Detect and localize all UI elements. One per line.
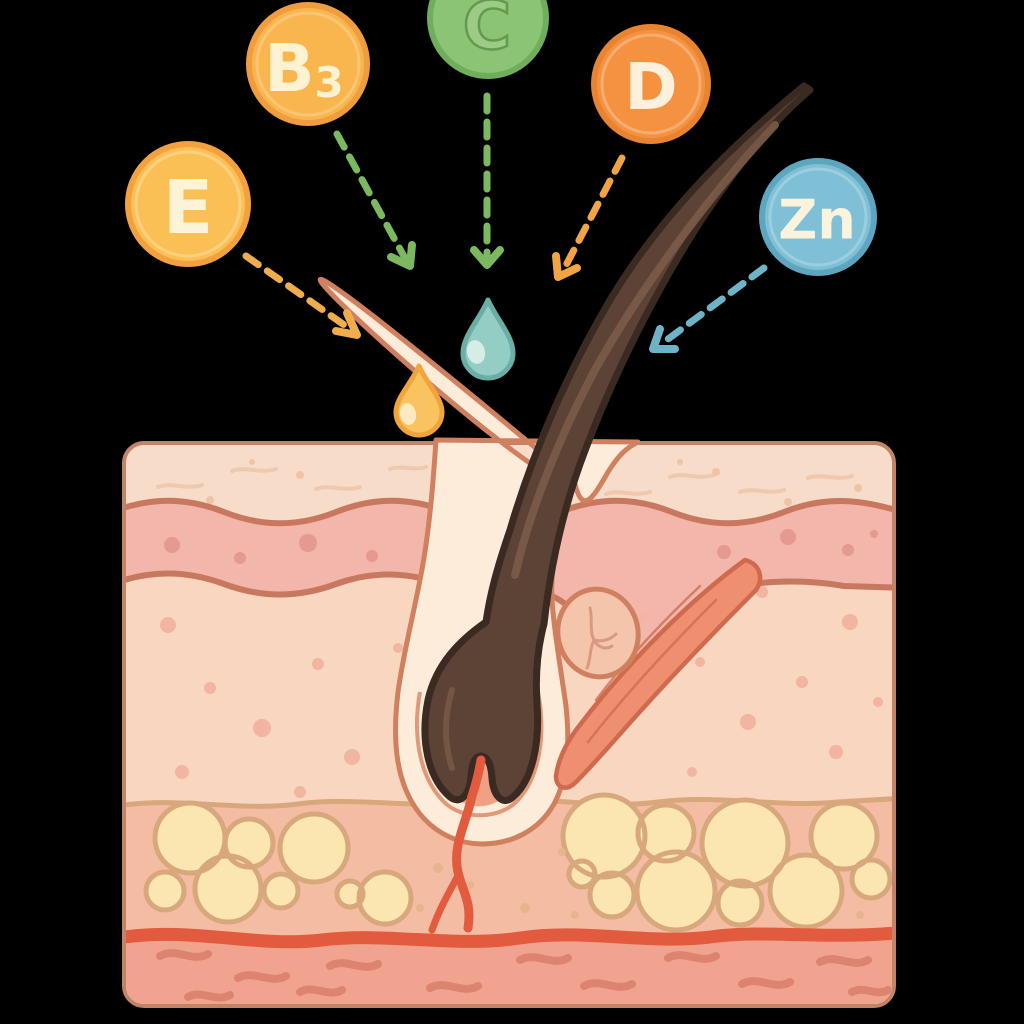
skin-cross-section <box>122 82 896 1008</box>
vitamin-e-arrowhead <box>332 309 361 339</box>
vitamin-e-inner-ring <box>134 150 242 258</box>
droplet-teal <box>460 297 516 381</box>
vitamin-d-arrowhead <box>552 252 581 281</box>
gland-ducts <box>585 606 618 670</box>
mineral-zinc-inner-ring <box>768 167 868 267</box>
vitamin-b3-label: B3 <box>264 30 344 107</box>
vitamin-d-inner-ring <box>600 33 702 135</box>
vitamin-b3-inner-ring <box>255 11 361 117</box>
droplet-teal-highlight <box>466 340 486 364</box>
vitamin-d-arrow <box>552 154 626 281</box>
vitamin-d-label: D <box>624 51 677 125</box>
muscle-striations <box>586 584 718 744</box>
mineral-zinc-arrow <box>649 264 768 353</box>
blood-vessel-horizontal <box>126 925 892 949</box>
arrector-pili-muscle <box>553 557 763 790</box>
vitamin-c-arrowhead <box>470 246 504 269</box>
vitamin-d-badge: D <box>591 24 711 144</box>
blood-vessel-branch <box>428 870 463 934</box>
mineral-zinc-arrowhead <box>649 325 679 353</box>
fat-cells <box>143 792 892 933</box>
vitamin-c-label: C <box>463 0 511 65</box>
vitamin-c-badge: C <box>427 0 549 79</box>
vitamin-e-arrow <box>242 252 361 339</box>
blood-vessel-follicle <box>428 755 486 934</box>
droplet-yellow-highlight <box>399 403 417 425</box>
vitamin-b3-badge: B3 <box>246 2 370 126</box>
sebaceous-gland <box>555 586 641 680</box>
hair-bulb-highlight <box>443 687 455 771</box>
vitamin-e-label: E <box>163 165 214 251</box>
mineral-zinc-badge: Zn <box>759 158 877 276</box>
hair-highlight <box>511 121 779 579</box>
basal-band-dots <box>164 529 878 564</box>
mineral-zinc-label: Zn <box>778 189 856 252</box>
vitamin-b3-arrow <box>333 130 416 270</box>
droplet-yellow <box>393 363 445 438</box>
vitamin-e-badge: E <box>125 141 251 267</box>
vitamin-b3-arrowhead <box>387 241 416 270</box>
follicle-inner-ring <box>415 691 544 818</box>
epidermis-streaks <box>156 465 854 496</box>
vitamin-c-arrow <box>470 92 504 269</box>
hypodermis-squiggles <box>156 949 892 1002</box>
